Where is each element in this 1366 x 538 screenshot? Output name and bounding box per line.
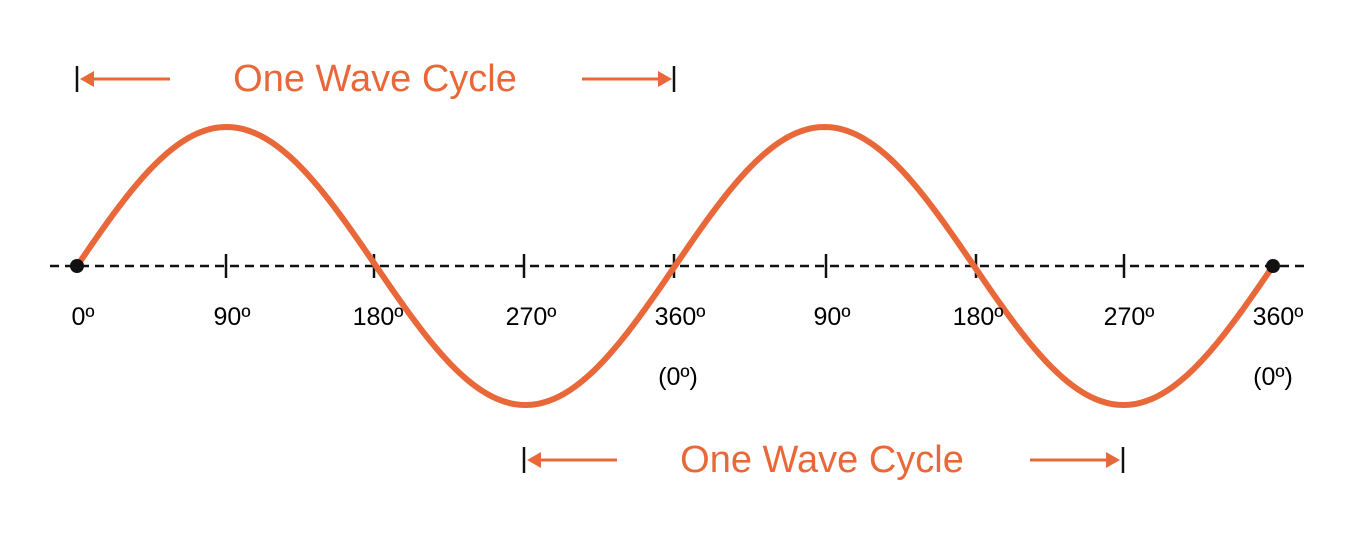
top-cycle-label: One Wave Cycle bbox=[233, 58, 517, 100]
angle-label-180: 180º bbox=[353, 303, 404, 331]
angle-label-90-second: 90º bbox=[814, 303, 851, 331]
angle-label-360-second: 360º bbox=[1253, 303, 1304, 331]
top-left-arrowhead bbox=[80, 71, 94, 87]
top-right-arrowhead bbox=[658, 71, 672, 87]
reset-label-first: (0º) bbox=[658, 363, 698, 391]
angle-label-0: 0º bbox=[71, 303, 94, 331]
bottom-left-arrowhead bbox=[527, 452, 541, 468]
angle-labels: 0º 90º 180º 270º 360º 90º 180º 270º 360º… bbox=[71, 303, 1303, 391]
angle-label-90: 90º bbox=[214, 303, 251, 331]
sine-wave-curve bbox=[74, 124, 1276, 408]
start-point bbox=[70, 259, 84, 273]
bottom-cycle-indicator bbox=[522, 447, 1125, 473]
bottom-right-arrowhead bbox=[1106, 452, 1120, 468]
angle-label-270-second: 270º bbox=[1104, 303, 1155, 331]
angle-label-270: 270º bbox=[506, 303, 557, 331]
angle-label-360: 360º bbox=[655, 303, 706, 331]
bottom-cycle-label: One Wave Cycle bbox=[680, 439, 964, 481]
angle-label-180-second: 180º bbox=[953, 303, 1004, 331]
end-point bbox=[1266, 259, 1280, 273]
reset-label-second: (0º) bbox=[1253, 363, 1293, 391]
top-cycle-indicator bbox=[75, 66, 676, 92]
